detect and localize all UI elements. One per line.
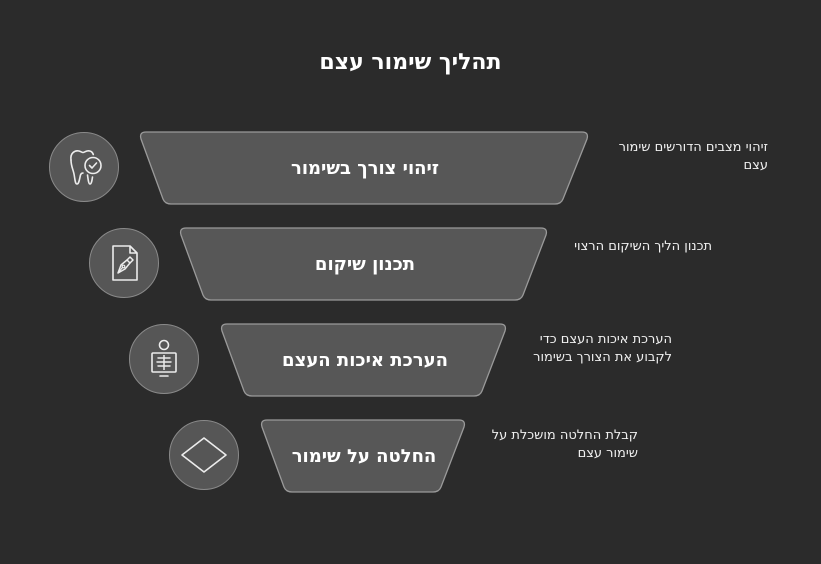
stage-2-label: תכנון שיקום [314,253,416,275]
diagram-title: תהליך שימור עצם [319,50,502,75]
stage-1-description: זיהוי מצבים הדורשים שימור עצם [618,140,768,173]
funnel-stage-1-shape [139,131,589,205]
xray-icon [151,339,177,377]
stage-2-description: תכנון הליך השיקום הרצוי [574,239,712,254]
stage-3-icon-circle [129,324,199,394]
stage-3-description: הערכת איכות העצם כדי לקבוע את הצורך בשימ… [533,332,672,365]
stage-4-description: קבלת החלטה מושכלת על שימור עצם [491,428,638,461]
stage-4-label: החלטה על שימור [291,445,437,467]
stage-3-label: הערכת איכות העצם [282,349,448,371]
stage-2-icon-circle [89,228,159,298]
tooth-check-icon [70,150,102,185]
document-pen-icon [112,245,138,281]
stage-1-icon-circle [49,132,119,202]
diamond-icon [181,437,227,473]
funnel-stage-2-shape [179,227,548,301]
stage-1-label: זיהוי צורך בשימור [290,157,440,179]
funnel-stage-3-shape [220,323,507,397]
stage-4-icon-circle [169,420,239,490]
funnel-stage-4-shape [260,419,466,493]
